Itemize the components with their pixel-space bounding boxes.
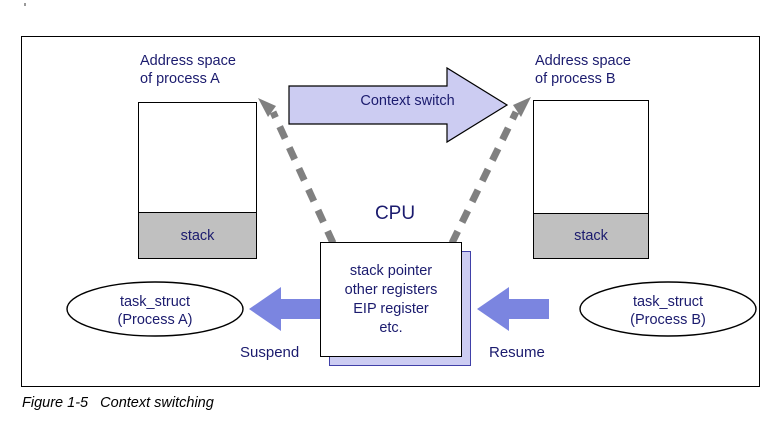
cpu-box: stack pointer other registers EIP regist… bbox=[320, 242, 462, 357]
address-space-a-title: Address space of process A bbox=[140, 53, 236, 87]
figure-caption: Figure 1-5 Context switching bbox=[22, 395, 214, 411]
task-struct-a-label: task_struct (Process A) bbox=[117, 294, 193, 328]
address-space-a-free-region bbox=[139, 103, 256, 212]
context-switch-label: Context switch bbox=[360, 93, 455, 109]
address-space-b-free-region bbox=[534, 101, 648, 213]
address-space-b-stack-region: stack bbox=[534, 213, 648, 258]
task-struct-b-label: task_struct (Process B) bbox=[630, 294, 706, 328]
address-space-a-stack-region: stack bbox=[139, 212, 256, 258]
resume-label: Resume bbox=[489, 344, 545, 361]
suspend-label: Suspend bbox=[240, 344, 300, 361]
cpu-title: CPU bbox=[374, 203, 416, 224]
cpu-register-list: stack pointer other registers EIP regist… bbox=[344, 262, 438, 336]
scan-artifact-speck bbox=[24, 3, 26, 6]
address-space-a-box: stack bbox=[138, 102, 257, 259]
address-space-b-box: stack bbox=[533, 100, 649, 259]
address-space-b-title: Address space of process B bbox=[535, 53, 631, 87]
